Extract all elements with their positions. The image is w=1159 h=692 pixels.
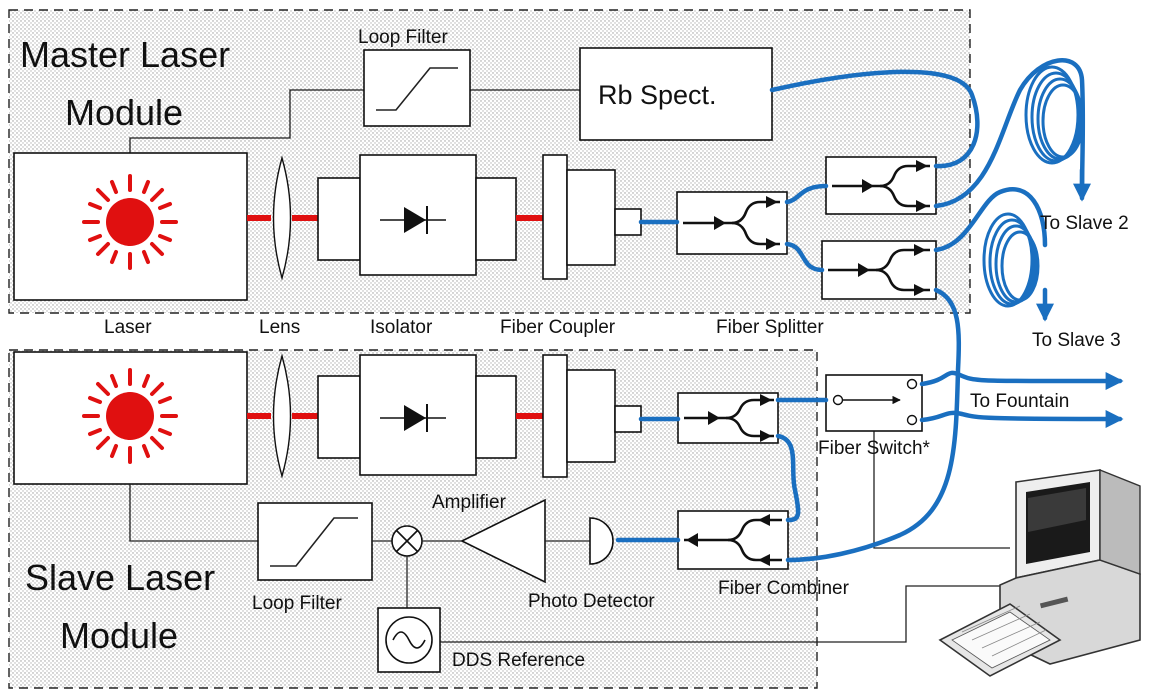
laser-sun-icon [82, 174, 178, 270]
fiber-coil-slave-2 [1024, 65, 1085, 165]
slave-title-line2: Module [60, 615, 178, 656]
diode-icon [380, 404, 446, 432]
mixer-icon [391, 525, 423, 557]
dds-to-computer-wire [440, 585, 1000, 643]
master-isolator [317, 154, 517, 276]
lens-label: Lens [259, 317, 300, 338]
dds-reference [377, 607, 441, 673]
loop-filter-top-label: Loop Filter [358, 27, 448, 48]
fiber-switch-label: Fiber Switch* [818, 438, 931, 459]
splitter-to-slave-3 [821, 240, 937, 300]
to-slave-3-label: To Slave 3 [1032, 330, 1121, 351]
splitter-to-slave-2 [825, 156, 937, 215]
amplifier-label: Amplifier [432, 492, 507, 513]
photo-detector-label: Photo Detector [528, 591, 655, 612]
slave-title-line1: Slave Laser [25, 557, 215, 598]
photo-detector [589, 517, 614, 565]
isolator-label: Isolator [370, 317, 433, 338]
dds-reference-label: DDS Reference [452, 650, 585, 671]
master-laser-to-loop-filter-wire [129, 89, 364, 153]
slave-fiber-splitter [677, 392, 779, 444]
laser-sun-icon [82, 368, 178, 464]
laser-label: Laser [104, 317, 152, 338]
loop-filter-top [363, 49, 471, 127]
loop-filter-bottom [257, 502, 373, 581]
master-lens-icon [272, 155, 292, 281]
master-title-line1: Master Laser [20, 34, 230, 75]
fiber-coil-slave-3 [982, 212, 1040, 308]
fiber-combiner [677, 510, 789, 570]
fiber-coupler-label: Fiber Coupler [500, 317, 616, 338]
slave-lens-icon [272, 353, 292, 479]
computer-icon [938, 468, 1141, 677]
to-fountain-label: To Fountain [970, 391, 1069, 412]
rb-spectroscopy-box [579, 47, 773, 141]
sine-source-icon [392, 631, 426, 649]
slave-fiber-coupler [542, 354, 642, 478]
to-slave-2-label: To Slave 2 [1040, 213, 1129, 234]
slave-laser-to-loop-filter-wire [129, 484, 258, 542]
master-fiber-coupler [542, 154, 642, 280]
loop-filter-bottom-label: Loop Filter [252, 593, 342, 614]
master-fiber-splitter [676, 191, 788, 255]
rb-spect-label: Rb Spect. [598, 80, 717, 110]
master-title-line2: Module [65, 92, 183, 133]
fiber-splitter-label: Fiber Splitter [716, 317, 824, 338]
switch-to-computer-wire [873, 430, 1010, 549]
optical-fibers [615, 58, 1124, 563]
fiber-combiner-label: Fiber Combiner [718, 578, 850, 599]
slave-laser [13, 351, 248, 485]
slave-isolator [317, 354, 517, 476]
fiber-switch [825, 374, 923, 432]
diode-icon [380, 206, 446, 234]
master-laser [13, 152, 248, 301]
